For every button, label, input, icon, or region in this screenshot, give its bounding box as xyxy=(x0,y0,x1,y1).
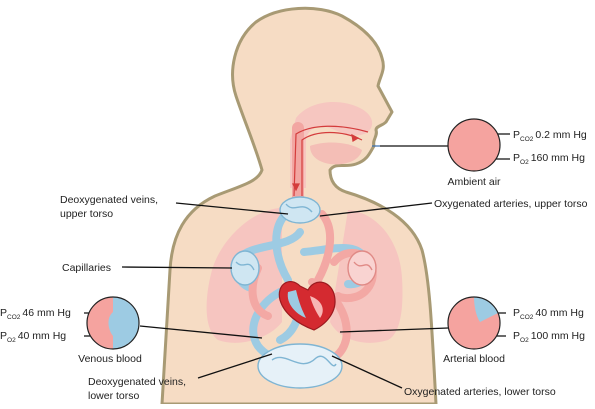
capillary-networks xyxy=(230,196,377,389)
ambient-air-circle xyxy=(447,118,501,172)
venous-blood-circle xyxy=(86,296,140,350)
label-deox-veins-lower-line2: lower torso xyxy=(88,390,140,402)
label-oxy-arteries-upper: Oxygenated arteries, upper torso xyxy=(434,198,588,210)
label-deox-veins-upper: Deoxygenated veins, xyxy=(60,194,158,206)
label-capillaries: Capillaries xyxy=(62,262,111,274)
oral-cavity xyxy=(310,142,362,165)
nasal-airway xyxy=(290,102,373,188)
heart-left-chamber xyxy=(287,290,306,318)
label-deox-veins-lower: Deoxygenated veins, xyxy=(88,376,186,388)
arterial-blood-circle xyxy=(447,296,501,350)
heart-right-chamber xyxy=(310,296,323,318)
label-oxy-arteries-lower: Oxygenated arteries, lower torso xyxy=(404,386,556,398)
ambient-air-caption: Ambient air xyxy=(447,176,501,188)
arterial-blood-caption: Arterial blood xyxy=(443,353,505,365)
airflow-arrows xyxy=(292,125,380,197)
label-deox-veins-upper-line2: upper torso xyxy=(60,208,113,220)
venous-blood-caption: Venous blood xyxy=(78,353,142,365)
